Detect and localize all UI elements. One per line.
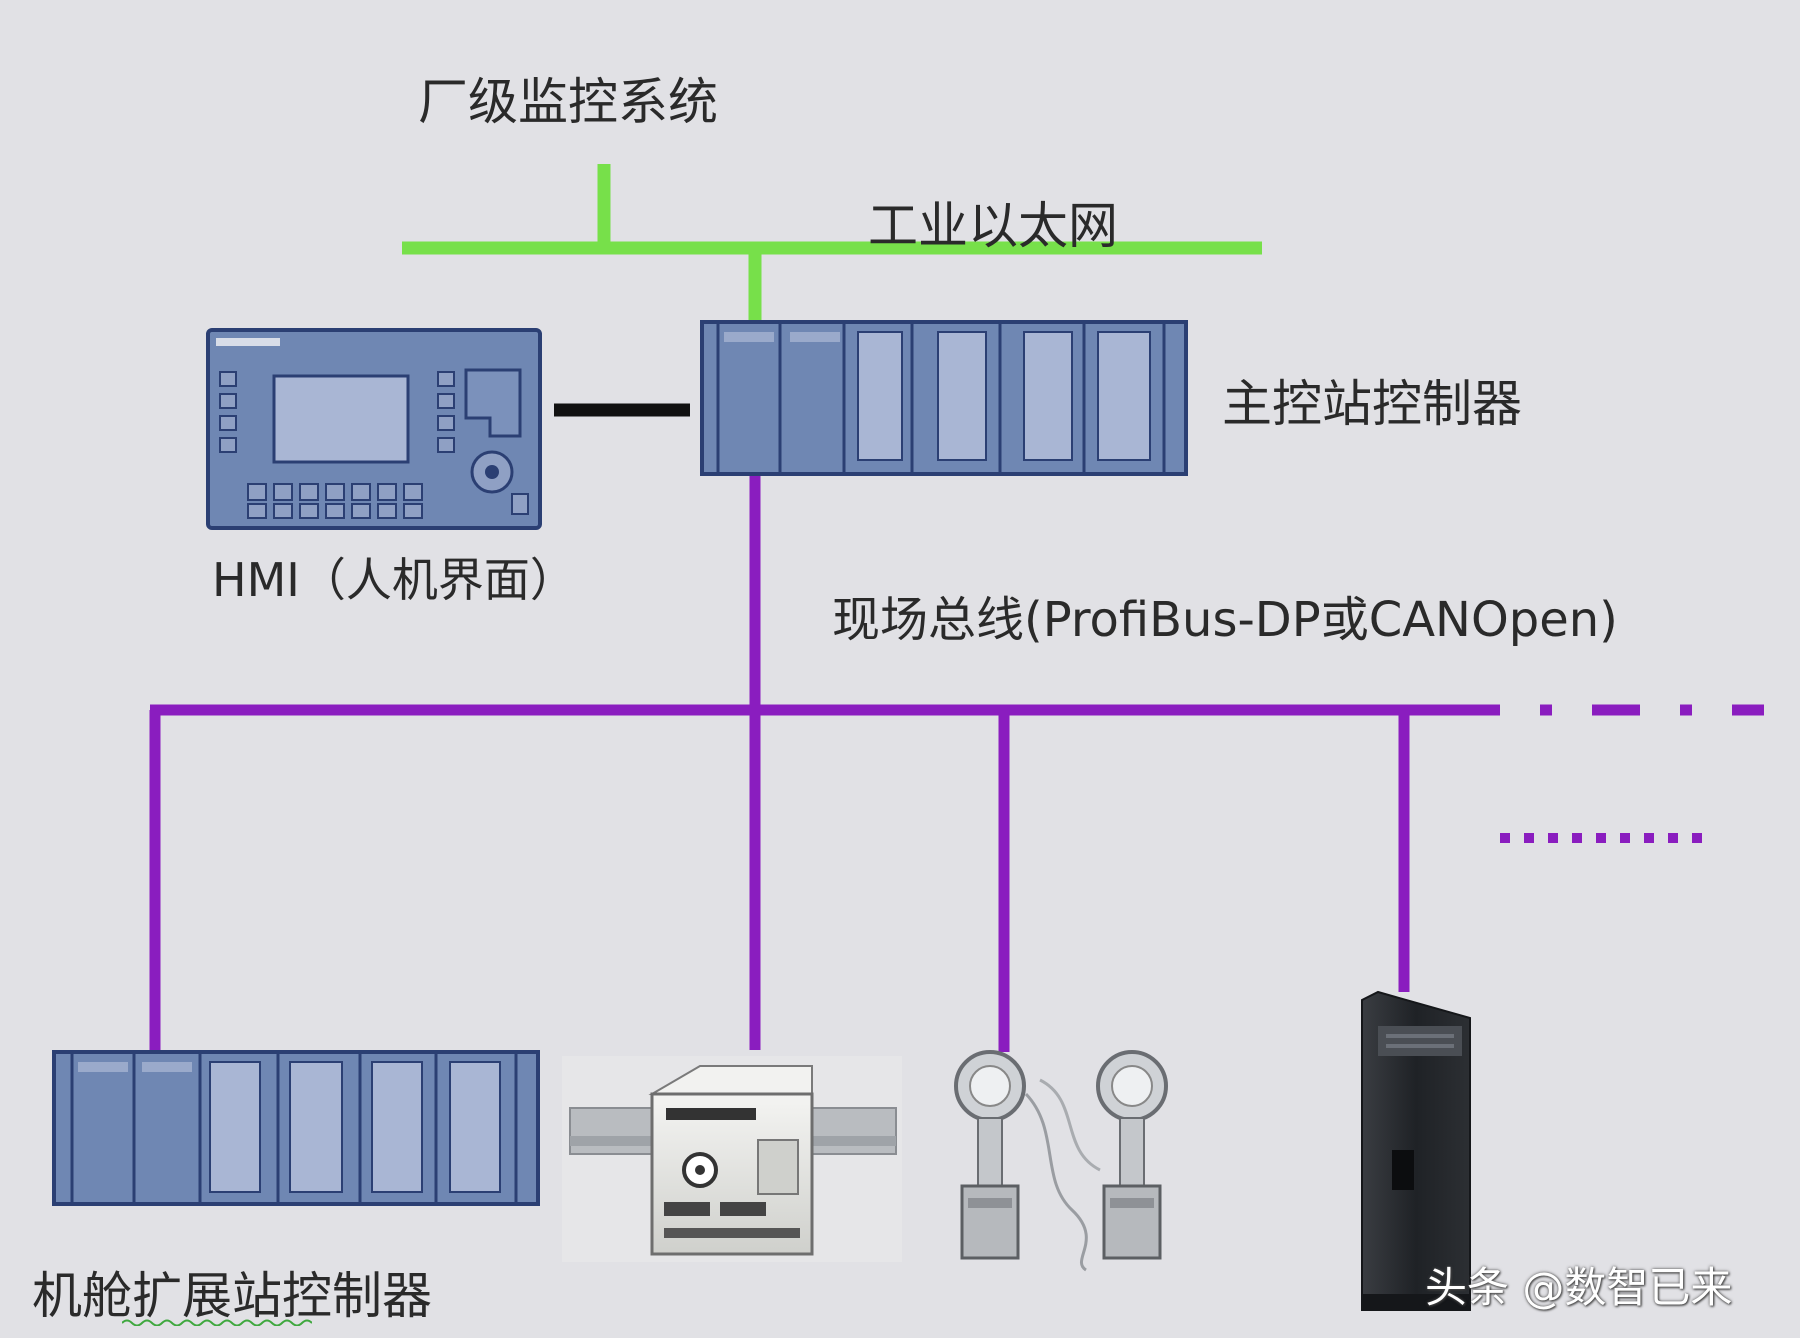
spellcheck-squiggle [122,1319,312,1326]
flowmeter-right [1096,1050,1168,1260]
master-plc-rack-icon [700,320,1188,476]
relay-device-icon [562,1056,902,1262]
master-controller-label: 主控站控制器 [1222,375,1522,433]
fieldbus-bus [149,474,1764,1052]
drive-cabinet-icon [1361,990,1471,1311]
hmi-label: HMI（人机界面） [212,553,576,607]
nacelle-plc-rack-icon [52,1050,540,1206]
flowmeter-icon [954,1050,1168,1272]
watermark-text: 头条 @数智已来 [1425,1263,1733,1312]
fieldbus-label: 现场总线(ProfiBus-DP或CANOpen) [832,592,1618,648]
plant-monitoring-label: 厂级监控系统 [418,73,718,131]
industrial-ethernet-bus [402,164,1262,322]
industrial-ethernet-label: 工业以太网 [868,197,1118,255]
hmi-panel-icon [206,328,542,530]
nacelle-controller-label: 机舱扩展站控制器 [32,1267,432,1325]
flowmeter-left [954,1050,1026,1260]
